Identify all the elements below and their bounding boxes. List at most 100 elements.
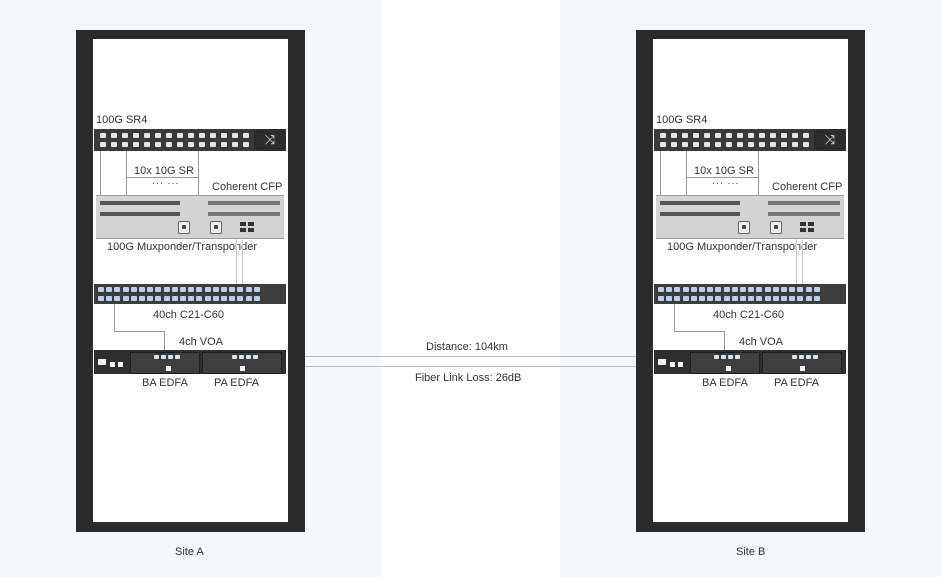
switch-label: 100G SR4 xyxy=(96,114,148,126)
odf-port xyxy=(180,296,186,301)
switch-port xyxy=(781,133,787,138)
site-a-name: Site A xyxy=(175,546,204,558)
switch-port xyxy=(693,142,699,147)
switch-port xyxy=(177,133,183,138)
odf-port xyxy=(139,296,145,301)
odf-port xyxy=(122,287,129,292)
odf-port xyxy=(805,287,812,292)
switch-port xyxy=(715,142,721,147)
cfp-label: Coherent CFP xyxy=(212,181,283,193)
odf-port xyxy=(98,287,104,292)
edfa-connector xyxy=(800,366,805,371)
odf-port xyxy=(130,296,137,301)
switch-port xyxy=(166,142,172,147)
switch-port xyxy=(770,142,776,147)
odf-port xyxy=(764,287,771,292)
mux-demux-40ch[interactable] xyxy=(94,284,286,304)
edfa-port xyxy=(799,355,804,359)
switch-port xyxy=(737,133,743,138)
odf-port xyxy=(797,287,804,292)
switch-port xyxy=(188,142,194,147)
power-outlet xyxy=(738,221,750,234)
odf-port xyxy=(658,287,664,292)
switch-port xyxy=(726,142,732,147)
odf-port xyxy=(180,287,186,292)
odf-port xyxy=(789,296,796,301)
odf-port xyxy=(221,296,227,301)
odf-port xyxy=(690,287,697,292)
odf-port xyxy=(690,296,697,301)
odf-port xyxy=(781,287,787,292)
odf-port xyxy=(740,296,746,301)
odf-port xyxy=(155,287,162,292)
muxponder-chassis[interactable] xyxy=(96,195,284,239)
edfa-port xyxy=(175,355,180,359)
sr4-switch[interactable]: ⤨ xyxy=(94,129,286,151)
switch-port xyxy=(737,142,743,147)
cfp-label: Coherent CFP xyxy=(772,181,843,193)
edfa-port xyxy=(792,355,797,359)
switch-port xyxy=(122,133,128,138)
switch-port xyxy=(792,133,798,138)
switch-port xyxy=(682,133,688,138)
switch-port xyxy=(166,133,172,138)
switch-port xyxy=(155,133,161,138)
odf-port xyxy=(163,296,170,301)
edfa-port xyxy=(232,355,237,359)
ba-edfa-panel xyxy=(690,352,760,374)
switch-port xyxy=(792,142,798,147)
odf-port xyxy=(748,287,755,292)
edfa-shelf[interactable] xyxy=(654,350,846,374)
switch-port xyxy=(704,142,710,147)
odf-port xyxy=(147,296,154,301)
odf-port xyxy=(114,287,121,292)
rack-site-a: 100G SR4 ⤨ 10x 10G SR ··· ··· Coherent C… xyxy=(76,30,305,532)
pa-edfa-label: PA EDFA xyxy=(214,377,260,389)
switch-port xyxy=(144,142,150,147)
switch-port xyxy=(243,133,249,138)
cfp-module xyxy=(800,222,816,234)
odf-port xyxy=(789,287,796,292)
switch-label: 100G SR4 xyxy=(656,114,708,126)
mux-label: 100G Muxponder/Transponder xyxy=(107,241,258,253)
edfa-connector xyxy=(240,366,245,371)
odf-port xyxy=(731,296,738,301)
cfp-module xyxy=(240,222,256,234)
edfa-shelf[interactable] xyxy=(94,350,286,374)
switch-port xyxy=(660,142,666,147)
switch-port xyxy=(803,133,809,138)
mux-demux-40ch[interactable] xyxy=(654,284,846,304)
odf-port xyxy=(229,287,236,292)
edfa-connector xyxy=(726,366,731,371)
sr-ellipsis: ··· ··· xyxy=(712,178,740,188)
switch-port xyxy=(221,133,227,138)
odf-port xyxy=(756,296,763,301)
ba-edfa-label: BA EDFA xyxy=(702,377,748,389)
edfa-port xyxy=(239,355,244,359)
odf-port xyxy=(682,287,689,292)
odf-port xyxy=(723,296,730,301)
switch-port xyxy=(748,133,754,138)
switch-port xyxy=(660,133,666,138)
odf-port xyxy=(756,287,763,292)
switch-port xyxy=(770,133,776,138)
switch-port xyxy=(759,133,765,138)
odf-port xyxy=(139,287,145,292)
sr4-switch[interactable]: ⤨ xyxy=(654,129,846,151)
sr-ellipsis: ··· ··· xyxy=(152,178,180,188)
odf-port xyxy=(699,296,705,301)
edfa-port xyxy=(714,355,719,359)
link-distance-label: Distance: 104km xyxy=(426,341,508,353)
odf-port xyxy=(171,296,178,301)
odf-port xyxy=(122,296,129,301)
muxponder-chassis[interactable] xyxy=(656,195,844,239)
switch-port xyxy=(111,133,117,138)
switch-port xyxy=(243,142,249,147)
voa-label: 4ch VOA xyxy=(739,336,784,348)
odf-port xyxy=(155,296,162,301)
odf-port xyxy=(666,287,673,292)
fiber-line-lower xyxy=(305,366,636,367)
odf-port xyxy=(196,287,203,292)
pa-edfa-panel xyxy=(202,352,282,374)
switch-port xyxy=(210,133,216,138)
